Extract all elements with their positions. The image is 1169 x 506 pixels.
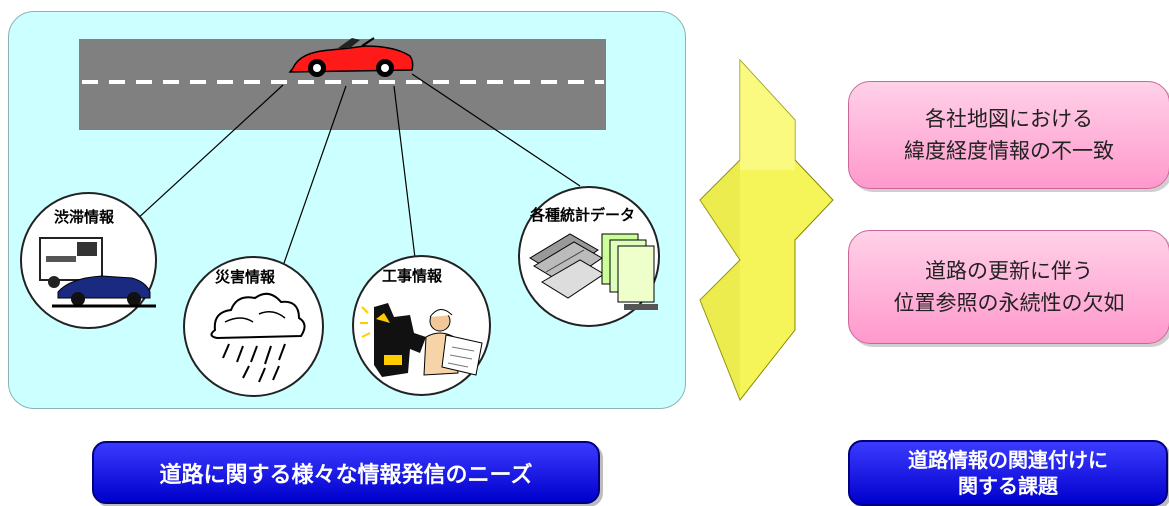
issues-caption: 道路情報の関連付けに 関する課題 bbox=[848, 440, 1168, 506]
car-icon bbox=[288, 37, 414, 77]
circle-label: 工事情報 bbox=[382, 267, 443, 285]
statistics-documents-icon bbox=[529, 233, 658, 310]
traffic-jam-icon bbox=[39, 237, 156, 308]
circle-label: 災害情報 bbox=[215, 268, 276, 286]
issue-box-persistence: 道路の更新に伴う 位置参照の永続性の欠如 bbox=[848, 230, 1169, 344]
issue-line: 道路の更新に伴う bbox=[925, 259, 1093, 283]
circle-label: 各種統計データ bbox=[530, 206, 636, 224]
issues-caption-line: 道路情報の関連付けに bbox=[908, 448, 1108, 472]
statistics-circle: 各種統計データ bbox=[518, 186, 660, 327]
double-arrow-icon bbox=[699, 58, 834, 401]
issues-caption-line: 関する課題 bbox=[958, 474, 1058, 498]
circle-label: 渋滞情報 bbox=[54, 208, 115, 226]
disaster-circle: 災害情報 bbox=[183, 256, 324, 397]
connector-line bbox=[411, 73, 581, 187]
needs-caption: 道路に関する様々な情報発信のニーズ bbox=[92, 441, 600, 504]
construction-circle: 工事情報 bbox=[352, 255, 491, 396]
issue-box-coordinates: 各社地図における 緯度経度情報の不一致 bbox=[848, 81, 1169, 189]
construction-icon bbox=[360, 303, 483, 377]
traffic-jam-circle: 渋滞情報 bbox=[20, 192, 157, 329]
needs-caption-text: 道路に関する様々な情報発信のニーズ bbox=[159, 462, 533, 488]
issue-line: 緯度経度情報の不一致 bbox=[904, 139, 1114, 163]
connector-line bbox=[393, 85, 417, 267]
connector-line bbox=[282, 85, 347, 267]
issue-line: 各社地図における bbox=[925, 107, 1093, 131]
issue-line: 位置参照の永続性の欠如 bbox=[893, 291, 1125, 315]
storm-cloud-icon bbox=[210, 292, 306, 383]
connector-line bbox=[122, 84, 284, 233]
